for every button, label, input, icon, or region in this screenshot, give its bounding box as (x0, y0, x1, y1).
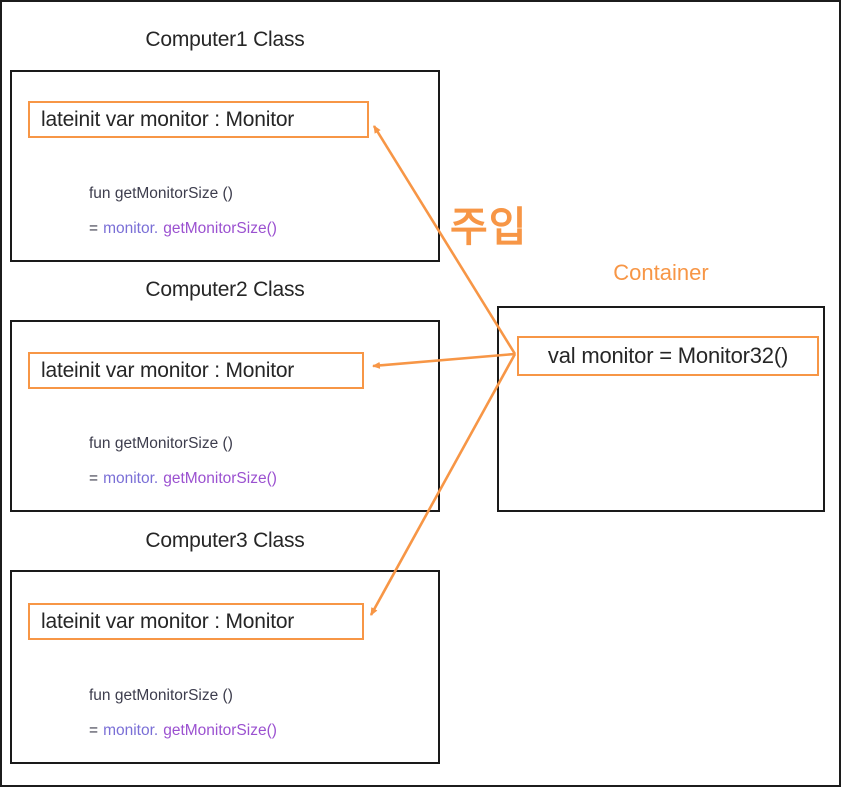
code-body: =monitor.getMonitorSize() (89, 461, 277, 496)
code-call: getMonitorSize() (163, 722, 277, 739)
code-receiver: monitor. (103, 722, 159, 739)
computer2-code-block: fun getMonitorSize () =monitor.getMonito… (89, 426, 277, 496)
computer3-code-block: fun getMonitorSize () =monitor.getMonito… (89, 678, 277, 748)
code-signature: fun getMonitorSize () (89, 687, 233, 704)
container-box: val monitor = Monitor32() (497, 306, 825, 512)
code-call: getMonitorSize() (163, 470, 277, 487)
computer1-class-title: Computer1 Class (145, 28, 305, 51)
computer1-class-box: lateinit var monitor : Monitor fun getMo… (10, 70, 440, 262)
computer2-class-box: lateinit var monitor : Monitor fun getMo… (10, 320, 440, 512)
code-equals: = (89, 220, 99, 237)
computer1-code-block: fun getMonitorSize () =monitor.getMonito… (89, 176, 277, 246)
computer1-lateinit-field: lateinit var monitor : Monitor (28, 101, 369, 138)
code-equals: = (89, 470, 99, 487)
injection-label: 주입 (450, 204, 528, 250)
code-body: =monitor.getMonitorSize() (89, 713, 277, 748)
computer2-lateinit-field: lateinit var monitor : Monitor (28, 352, 364, 389)
code-receiver: monitor. (103, 470, 159, 487)
container-title: Container (613, 260, 709, 285)
code-call: getMonitorSize() (163, 220, 277, 237)
code-body: =monitor.getMonitorSize() (89, 211, 277, 246)
computer2-class-title: Computer2 Class (145, 278, 305, 301)
code-receiver: monitor. (103, 220, 159, 237)
container-monitor-binding: val monitor = Monitor32() (517, 336, 819, 376)
code-signature: fun getMonitorSize () (89, 435, 233, 452)
computer3-class-box: lateinit var monitor : Monitor fun getMo… (10, 570, 440, 764)
computer3-lateinit-field: lateinit var monitor : Monitor (28, 603, 364, 640)
computer3-class-title: Computer3 Class (145, 529, 305, 552)
code-equals: = (89, 722, 99, 739)
code-signature: fun getMonitorSize () (89, 185, 233, 202)
